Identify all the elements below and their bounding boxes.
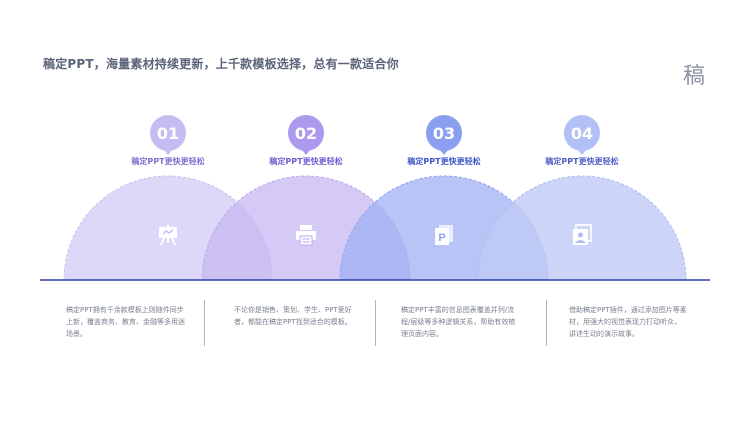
step-02-description: 不论你是销售、策划、学生、PPT爱好者，都能在稿定PPT找到适合的模板。 bbox=[234, 306, 352, 326]
step-01-description: 稿定PPT拥有千余款模板上则随件同步上新，覆盖商务、教育、金融等多用途场景。 bbox=[66, 306, 185, 338]
ppt-file-icon: P bbox=[431, 222, 457, 248]
step-03-description: 稿定PPT丰富的信息图表覆盖并列/流程/层级等多种逻辑关系，帮助有效梳理页面内容… bbox=[401, 306, 516, 338]
divider-1 bbox=[204, 300, 205, 346]
step-04-description: 借助稿定PPT插件，通过添加图片等素材，用强大的视觉表现力打动听众，讲述生动的演… bbox=[569, 306, 687, 338]
step-03-label: 稿定PPT更快更轻松 bbox=[407, 157, 481, 166]
easel-icon bbox=[155, 222, 181, 248]
step-02-badge: 02 bbox=[288, 115, 324, 151]
step-04-badge-tail bbox=[578, 150, 586, 155]
picture-icon bbox=[569, 222, 595, 248]
step-01-label: 稿定PPT更快更轻松 bbox=[131, 157, 205, 166]
step-01-badge-tail bbox=[164, 150, 172, 155]
brand-mark: 稿 bbox=[683, 64, 706, 89]
printer-icon bbox=[293, 222, 319, 248]
step-03-badge: 03 bbox=[426, 115, 462, 151]
arch-04 bbox=[477, 175, 687, 280]
step-03-badge-tail bbox=[440, 150, 448, 155]
divider-3 bbox=[546, 300, 547, 346]
step-02-label: 稿定PPT更快更轻松 bbox=[269, 157, 343, 166]
step-04-badge: 04 bbox=[564, 115, 600, 151]
divider-2 bbox=[375, 300, 376, 346]
step-04-label: 稿定PPT更快更轻松 bbox=[545, 157, 619, 166]
svg-text:P: P bbox=[438, 232, 445, 244]
step-01-badge: 01 bbox=[150, 115, 186, 151]
page-title: 稿定PPT，海量素材持续更新，上千款模板选择，总有一款适合你 bbox=[43, 57, 399, 71]
step-02-badge-tail bbox=[302, 150, 310, 155]
